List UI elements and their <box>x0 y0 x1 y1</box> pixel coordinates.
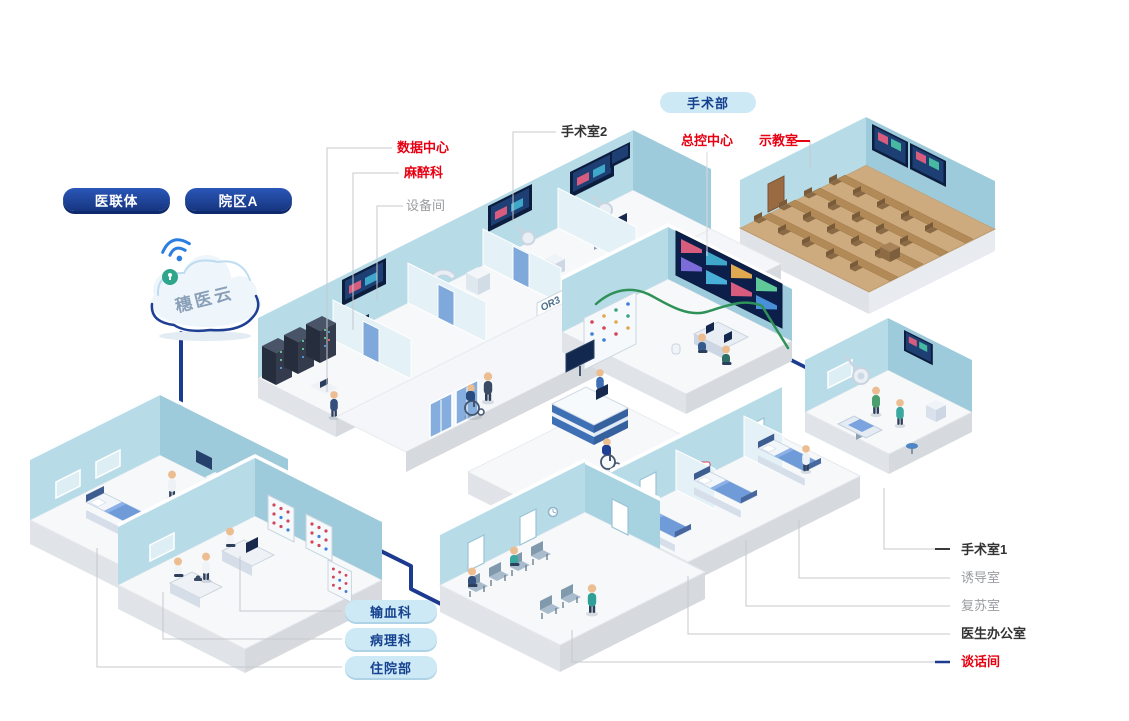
pill-blood-transfusion: 输血科 <box>345 600 437 622</box>
pill-pathology: 病理科 <box>345 628 437 650</box>
label-or1: 手术室1 <box>961 542 1008 557</box>
label-recovery-room: 复苏室 <box>961 598 1001 613</box>
label-or2: 手术室2 <box>561 124 608 139</box>
room-pathology <box>116 454 384 673</box>
cloud-platform: 穗医云 <box>150 238 261 341</box>
pill-surgery-department: 手术部 <box>660 92 756 113</box>
label-master-control: 总控中心 <box>681 133 734 148</box>
label-equipment-room: 设备间 <box>406 198 446 213</box>
recovery-induction-band <box>608 383 862 584</box>
room-waiting-talk <box>438 458 707 672</box>
label-dashes <box>796 140 950 664</box>
label-demo-room: 示教室 <box>759 133 799 148</box>
label-induction-room: 诱导室 <box>961 570 1001 585</box>
label-talk-room: 谈话间 <box>961 654 1001 669</box>
wifi-icon <box>161 238 191 262</box>
reception-desk <box>550 339 630 445</box>
room-demo-classroom <box>738 112 997 314</box>
room-data-center <box>262 316 340 420</box>
pill-campus-a: 院区A <box>185 188 292 211</box>
label-data-center: 数据中心 <box>397 140 450 155</box>
pill-medical-alliance: 医联体 <box>63 188 170 211</box>
network-cable-green <box>594 288 790 350</box>
leader-lines <box>96 131 950 668</box>
room-master-control <box>560 223 794 414</box>
label-doctor-office: 医生办公室 <box>961 626 1027 641</box>
label-anesthesiology: 麻醉科 <box>404 165 444 180</box>
pill-inpatient: 住院部 <box>345 656 437 678</box>
room-or1 <box>803 314 974 474</box>
